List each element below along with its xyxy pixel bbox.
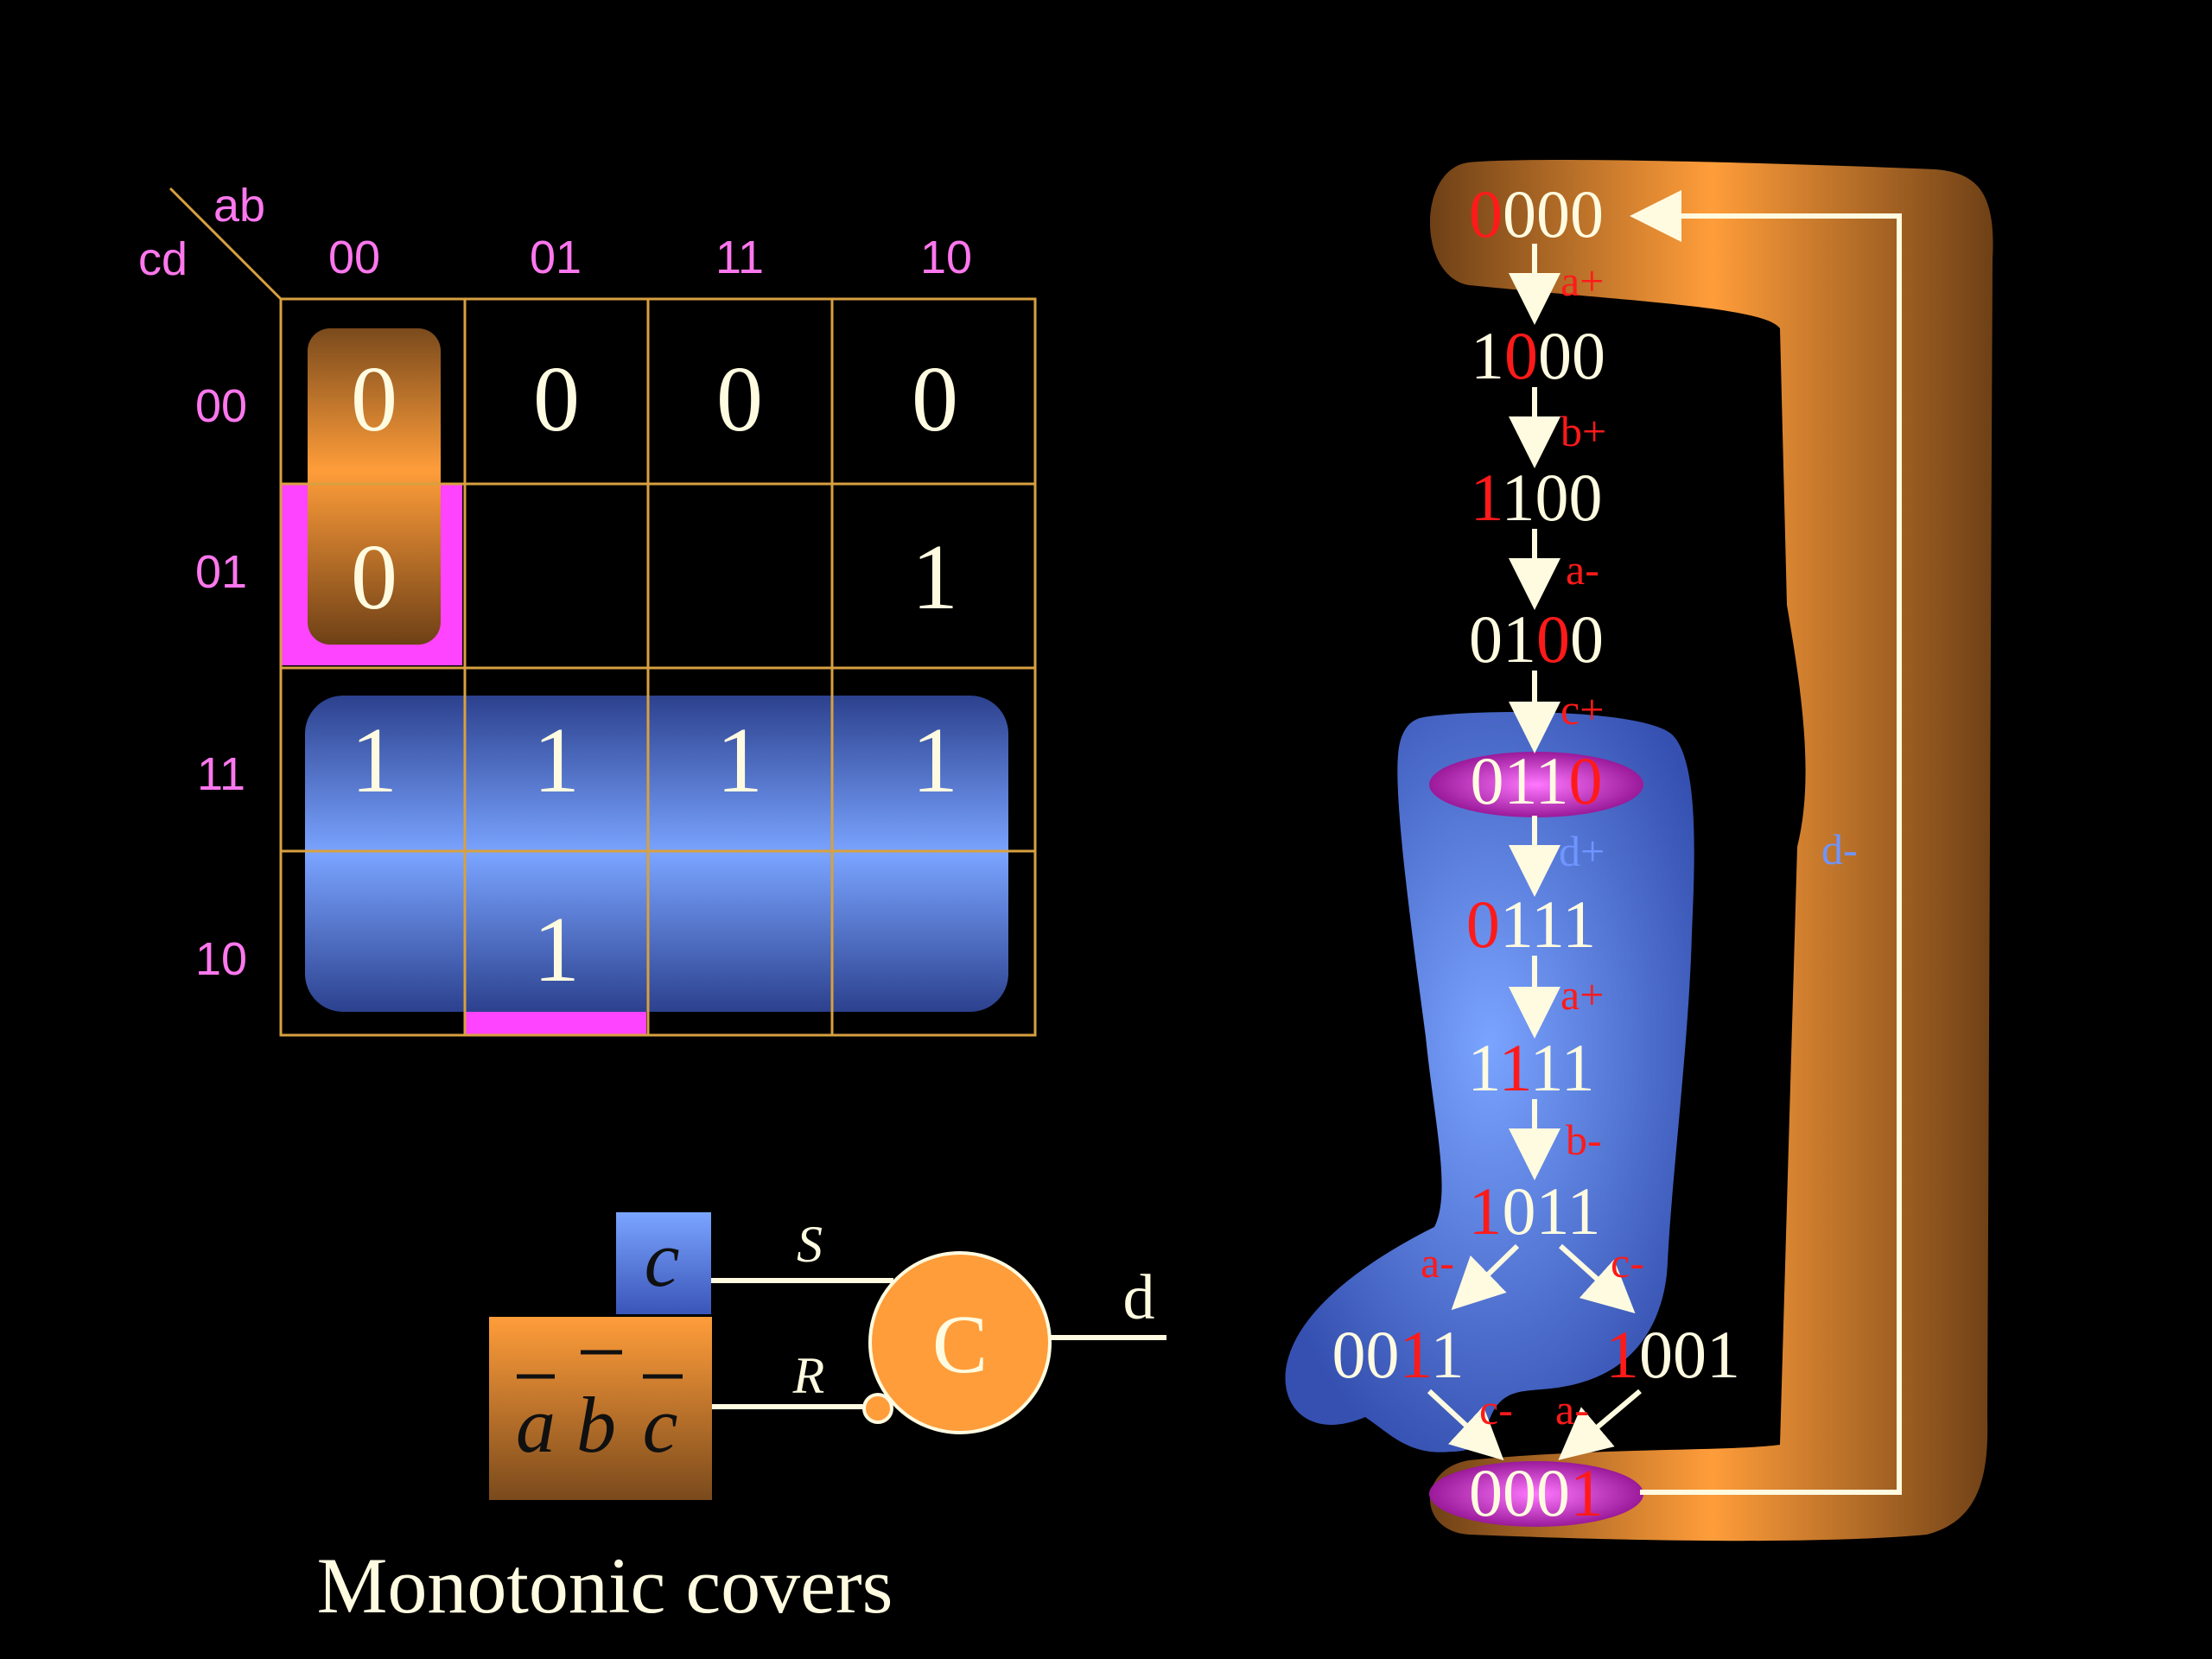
state-0001: 0001 (1469, 1455, 1604, 1530)
transition-label-a-plus: a+ (1560, 257, 1604, 305)
karnaugh-map: ab cd 00 01 11 10 00 01 11 10 (138, 180, 1037, 1037)
kmap-grid (279, 297, 1037, 1037)
state-1100: 1100 (1470, 460, 1602, 535)
set-input-label: c (645, 1215, 680, 1303)
circuit-wires (711, 1278, 1166, 1409)
state-1000: 1000 (1471, 318, 1605, 393)
orange-cover-region (1430, 160, 1993, 1541)
reset-literal-c: c (643, 1381, 678, 1469)
cell-r1-c3: 1 (912, 526, 958, 629)
output-label: d (1123, 1262, 1155, 1333)
transition-label-d-minus: d- (1821, 825, 1858, 874)
state-highlight-0110 (1429, 752, 1643, 817)
set-input-box (616, 1212, 711, 1314)
corner-diagonal (168, 187, 283, 301)
transition-label-a-minus: a- (1566, 545, 1599, 594)
col-header-11: 11 (715, 232, 764, 283)
state-0000: 0000 (1469, 176, 1604, 251)
row-header-11: 11 (197, 748, 245, 800)
reset-literal-a: a (516, 1381, 556, 1469)
reset-literal-b: b (576, 1381, 616, 1469)
transition-label-b-minus: b- (1566, 1116, 1602, 1164)
orange-cover-region (308, 328, 441, 645)
state-0011: 0011 (1332, 1317, 1464, 1392)
transition-label-d-plus: d+ (1559, 827, 1605, 875)
cell-r2-c0: 1 (351, 709, 397, 812)
corner-label-cd: cd (138, 233, 188, 285)
transition-label-c-minus: c- (1611, 1238, 1644, 1287)
c-element-label: C (932, 1298, 988, 1390)
transition-label-b-plus: b+ (1560, 407, 1606, 455)
magenta-cover-strip (465, 1011, 646, 1035)
corner-label-ab: ab (213, 180, 265, 232)
col-header-10: 10 (920, 232, 972, 283)
reset-input-box (489, 1317, 712, 1500)
row-headers: 00 01 11 10 (195, 380, 247, 985)
state-0111: 0111 (1466, 887, 1596, 962)
transition-label-c-plus: c+ (1560, 685, 1604, 734)
negation-bars (517, 1350, 683, 1379)
state-1111: 1111 (1467, 1030, 1594, 1105)
row-header-00: 00 (195, 380, 247, 432)
state-0110: 0110 (1470, 743, 1602, 818)
state-1011: 1011 (1468, 1173, 1600, 1249)
cell-r3-c1: 1 (533, 899, 580, 1001)
transition-label-c-minus-2: c- (1479, 1385, 1513, 1433)
state-0100: 0100 (1469, 601, 1604, 677)
cell-r2-c2: 1 (716, 709, 763, 812)
cell-r2-c3: 1 (912, 709, 958, 812)
transition-arrows (1427, 190, 1902, 1495)
transition-label-a-plus-2: a+ (1560, 970, 1604, 1019)
c-element-circuit: c a b c S R C d (489, 1212, 1166, 1500)
state-labels: 0000 1000 1100 0100 0110 0111 1111 1011 … (1332, 176, 1740, 1530)
row-header-10: 10 (195, 933, 247, 985)
col-header-01: 01 (530, 232, 582, 283)
row-header-01: 01 (195, 546, 247, 598)
cell-r0-c3: 0 (912, 348, 958, 451)
cell-r2-c1: 1 (533, 709, 580, 812)
state-graph: 0000 1000 1100 0100 0110 0111 1111 1011 … (1285, 160, 1993, 1541)
arrow-0001-0000 (1630, 190, 1902, 1495)
slide-caption: Monotonic covers (317, 1541, 893, 1630)
arrow-1011-1001 (1558, 1243, 1636, 1314)
set-label: S (797, 1216, 823, 1273)
col-header-00: 00 (328, 232, 380, 283)
reset-input-expression: a b c (516, 1381, 677, 1469)
arrow-1011-0011 (1451, 1243, 1520, 1311)
reset-label: R (792, 1347, 825, 1404)
arrow-0011-0001 (1427, 1389, 1504, 1461)
cell-r0-c0: 0 (351, 348, 397, 451)
cell-r0-c1: 0 (533, 348, 580, 451)
state-1001: 1001 (1605, 1317, 1740, 1392)
kmap-cells: 0 0 0 0 0 1 1 1 1 1 1 (351, 348, 958, 1001)
transition-label-a-minus-3: a- (1555, 1385, 1589, 1433)
arrow-1001-0001 (1558, 1389, 1642, 1460)
cell-r0-c2: 0 (716, 348, 763, 451)
cell-r1-c0: 0 (351, 526, 397, 629)
transition-label-a-minus-2: a- (1421, 1238, 1454, 1287)
reset-inverter-bubble (862, 1393, 893, 1424)
state-highlight-0001 (1429, 1461, 1643, 1527)
column-headers: 00 01 11 10 (328, 232, 972, 283)
transition-labels: a+ b+ a- c+ d+ a+ b- a- c- c- a- d- (1421, 257, 1858, 1433)
blue-cover-region (305, 696, 1008, 1012)
c-element-gate (868, 1251, 1052, 1434)
